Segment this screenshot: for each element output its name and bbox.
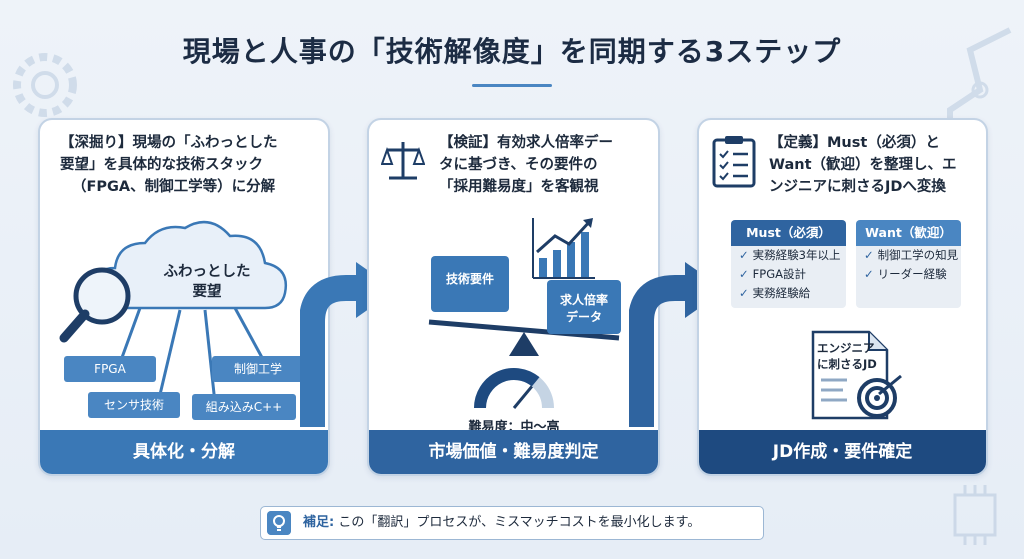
must-item: ✓実務経験給 [739, 286, 811, 300]
desc-line: タに基づき、その要件の [439, 157, 598, 173]
want-item-text: 制御工学の知見 [877, 248, 959, 262]
must-item: ✓FPGA設計 [739, 267, 806, 281]
step-3-description: 【定義】Must（必須）と Want（歓迎）を整理し、エ ンジニアに刺さるJDへ… [769, 132, 986, 198]
step-card-1: 【深掘り】現場の「ふわっとした 要望」を具体的な技術スタック （FPGA、制御工… [38, 118, 330, 476]
cloud-label-line: ふわっとした [163, 264, 251, 280]
scale-right-line: データ [565, 310, 602, 324]
desc-line: （FPGA、制御工学等）に分解 [72, 179, 276, 195]
desc-line: 【検証】有効求人倍率デー [439, 135, 613, 151]
note-text: この「翻訳」プロセスが、ミスマッチコストを最小化します。 [334, 515, 701, 530]
growth-chart-icon [532, 218, 595, 279]
desc-line: 「採用難易度」を客観視 [439, 179, 599, 195]
note-bar: 補足: この「翻訳」プロセスが、ミスマッチコストを最小化します。 [260, 506, 764, 540]
balance-scale [428, 256, 621, 356]
difficulty-gauge [474, 368, 554, 409]
chip-icon [953, 485, 997, 545]
cloud-label-line: 要望 [192, 284, 222, 300]
must-panel: Must（必須） ✓実務経験3年以上 ✓FPGA設計 ✓実務経験給 [731, 220, 846, 308]
desc-line: 【定義】Must（必須）と [769, 135, 940, 151]
document-label: エンジニア に刺さるJD [817, 340, 883, 372]
want-item: ✓制御工学の知見 [864, 248, 959, 262]
must-item: ✓実務経験3年以上 [739, 248, 841, 262]
step-2-footer: 市場価値・難易度判定 [369, 430, 658, 474]
step-card-3: 【定義】Must（必須）と Want（歓迎）を整理し、エ ンジニアに刺さるJDへ… [697, 118, 988, 476]
page-title: 現場と人事の「技術解像度」を同期する3ステップ [182, 35, 842, 68]
want-item-text: リーダー経験 [877, 267, 947, 281]
must-title: Must（必須） [731, 220, 846, 246]
note-prefix: 補足: [303, 515, 335, 530]
step-1-footer: 具体化・分解 [40, 430, 328, 474]
step-1-description: 【深掘り】現場の「ふわっとした 要望」を具体的な技術スタック （FPGA、制御工… [60, 132, 322, 198]
desc-line: ンジニアに刺さるJDへ変換 [769, 179, 946, 195]
lightbulb-icon [267, 511, 291, 535]
step-3-footer: JD作成・要件確定 [699, 430, 986, 474]
checklist-icon [712, 136, 756, 188]
gear-icon [13, 53, 77, 117]
robot-arm-icon [947, 27, 1012, 130]
want-title: Want（歓迎） [856, 220, 961, 246]
document-label-line: エンジニア [817, 341, 875, 355]
scale-right-line: 求人倍率 [559, 293, 608, 307]
must-item-text: FPGA設計 [752, 267, 806, 281]
tag-control-engineering: 制御工学 [212, 356, 304, 382]
scale-right-label: 求人倍率 データ [547, 292, 621, 326]
step-card-2: 【検証】有効求人倍率デー タに基づき、その要件の 「採用難易度」を客観視 技術要… [367, 118, 660, 476]
tag-sensor-tech: センサ技術 [88, 392, 180, 418]
desc-line: Want（歓迎）を整理し、エ [769, 157, 957, 173]
want-panel: Want（歓迎） ✓制御工学の知見 ✓リーダー経験 [856, 220, 961, 308]
step-2-description: 【検証】有効求人倍率デー タに基づき、その要件の 「採用難易度」を客観視 [439, 132, 654, 198]
tag-fpga: FPGA [64, 356, 156, 382]
scale-left-label: 技術要件 [445, 272, 494, 286]
document-target-icon [811, 330, 902, 420]
magnifier-icon [59, 267, 131, 343]
must-item-text: 実務経験給 [752, 286, 811, 300]
scales-icon [381, 142, 425, 180]
tag-embedded-cpp: 組み込みC++ [192, 394, 296, 420]
must-item-text: 実務経験3年以上 [752, 248, 841, 262]
want-item: ✓リーダー経験 [864, 267, 947, 281]
desc-line: 【深掘り】現場の「ふわっとした [60, 135, 278, 151]
title-underline [472, 84, 552, 87]
desc-line: 要望」を具体的な技術スタック [60, 157, 263, 173]
cloud-label: ふわっとした 要望 [152, 262, 262, 302]
document-label-line: に刺さるJD [817, 357, 877, 371]
